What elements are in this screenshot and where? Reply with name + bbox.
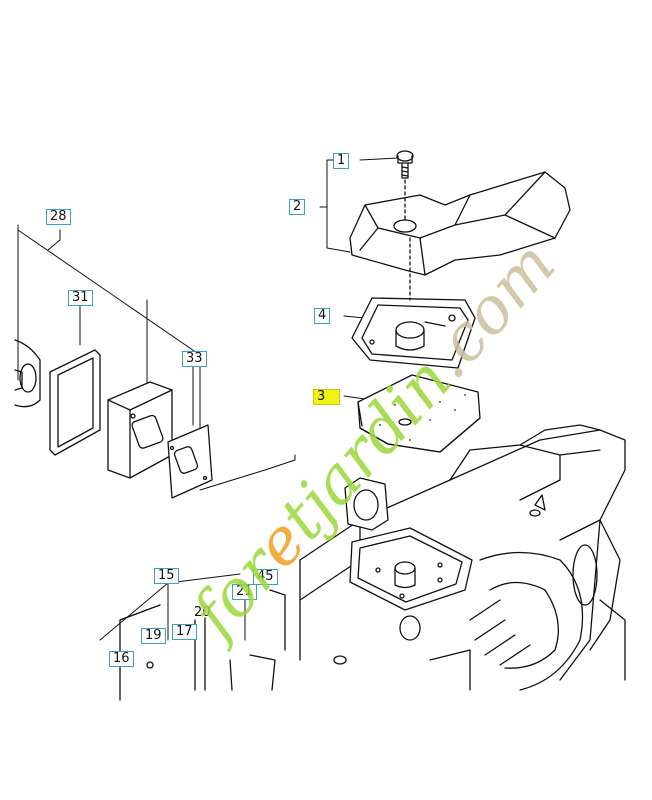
callout-label: 2: [289, 199, 306, 215]
callout-label: 28: [46, 209, 71, 225]
filter-base-part: [351, 297, 476, 369]
callout-label: 17: [172, 624, 197, 640]
callout-label: 1: [333, 153, 350, 169]
filter-cover-part: [349, 171, 571, 276]
foam-filter-part: [357, 374, 481, 453]
screw-part: [396, 150, 414, 179]
callout-label: 19: [141, 628, 166, 644]
callout-label: 45: [253, 569, 278, 585]
callout-label: 15: [154, 568, 179, 584]
callout-label: 21: [232, 584, 257, 600]
small-gasket-part: [167, 424, 213, 499]
gasket-part: [49, 349, 101, 456]
callout-label: 31: [68, 290, 93, 306]
callout-label: 20: [194, 605, 211, 620]
muffler-housing-part: [14, 339, 41, 408]
callout-label: 16: [109, 651, 134, 667]
callout-label: 33: [182, 351, 207, 367]
callout-label-highlighted: 3: [313, 389, 341, 405]
callout-label: 4: [314, 308, 331, 324]
spacer-block-part: [107, 381, 173, 479]
engine-body: [119, 424, 626, 701]
